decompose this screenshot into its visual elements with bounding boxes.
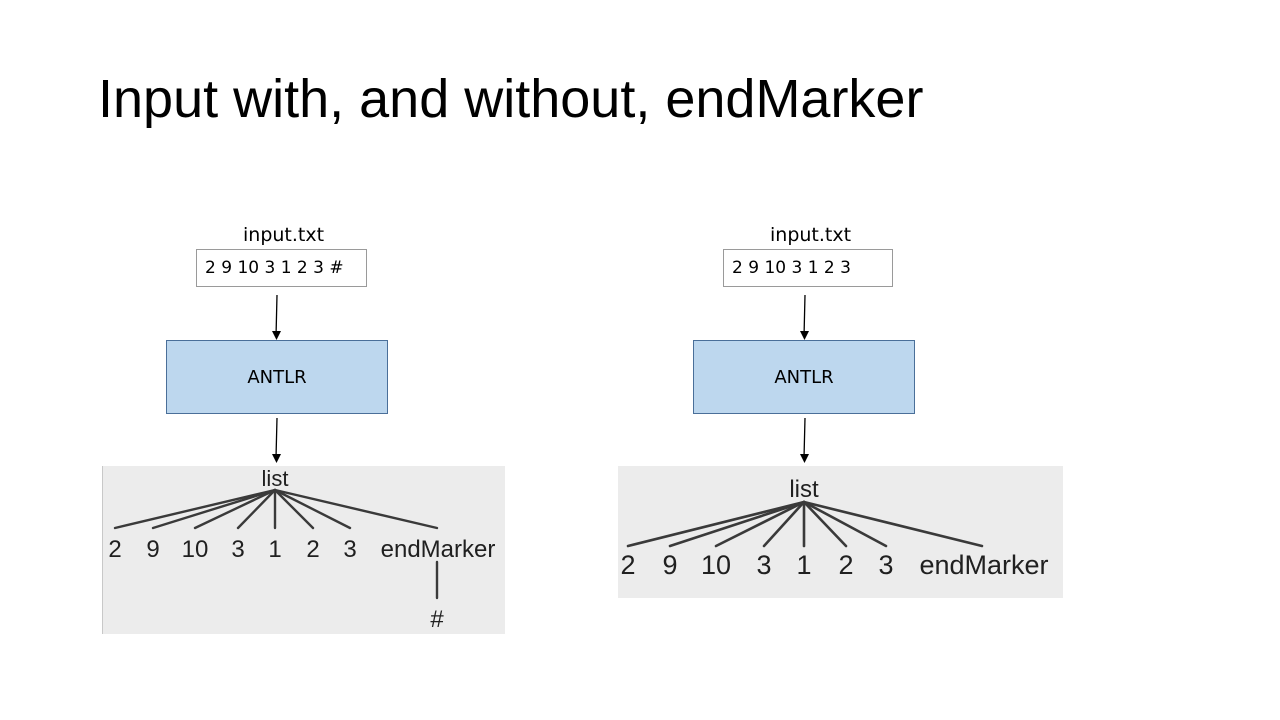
right-tree-edge bbox=[802, 500, 888, 548]
right-tree-edge bbox=[802, 500, 984, 548]
left-arrow-antlr-to-tree bbox=[275, 417, 278, 459]
right-tree-leaf-endmarker: endMarker bbox=[919, 550, 1048, 580]
left-arrow-file-to-antlr bbox=[275, 294, 278, 338]
right-arrow-antlr-to-tree bbox=[803, 417, 806, 459]
right-tree-leaf: 2 bbox=[838, 550, 853, 580]
right-arrow-file-to-antlr bbox=[803, 294, 806, 338]
left-input-file-box: 2 9 10 3 1 2 3 # bbox=[196, 249, 367, 287]
right-tree-leaf: 1 bbox=[796, 550, 811, 580]
right-input-file-box: 2 9 10 3 1 2 3 bbox=[723, 249, 893, 287]
left-tree-leaf: 3 bbox=[343, 536, 356, 563]
right-tree-leaf: 9 bbox=[662, 550, 677, 580]
left-tree-leaf: 1 bbox=[268, 536, 281, 563]
left-tree-leaf: 2 bbox=[306, 536, 319, 563]
left-tree-hash-leaf: # bbox=[430, 606, 444, 633]
left-arrow-antlr-to-tree-head bbox=[272, 454, 281, 463]
right-tree-leaf: 10 bbox=[701, 550, 731, 580]
left-antlr-box: ANTLR bbox=[166, 340, 388, 414]
right-tree-leaf: 3 bbox=[878, 550, 893, 580]
left-tree-leaf: 10 bbox=[182, 536, 209, 563]
left-arrow-file-to-antlr-head bbox=[272, 331, 281, 340]
left-tree-edge bbox=[236, 488, 277, 530]
right-parse-tree: list 2 9 10 3 1 2 3 endMarker bbox=[618, 466, 1063, 598]
right-file-label: input.txt bbox=[770, 224, 852, 246]
right-tree-edge bbox=[802, 500, 848, 548]
left-tree-edge bbox=[273, 488, 315, 530]
left-tree-leaf: 2 bbox=[108, 536, 121, 563]
left-tree-leaf: 3 bbox=[231, 536, 244, 563]
left-tree-edge bbox=[273, 488, 439, 530]
left-tree-leaf: 9 bbox=[146, 536, 159, 563]
right-tree-root: list bbox=[789, 476, 819, 503]
right-tree-edge bbox=[714, 500, 806, 548]
left-file-label: input.txt bbox=[243, 224, 325, 246]
right-antlr-box: ANTLR bbox=[693, 340, 915, 414]
right-arrow-file-to-antlr-head bbox=[800, 331, 809, 340]
left-parse-tree: list 2 9 10 3 1 2 3 endMarker # bbox=[102, 466, 505, 634]
left-tree-root: list bbox=[262, 466, 289, 491]
right-tree-edge bbox=[626, 500, 806, 548]
right-arrow-antlr-to-tree-head bbox=[800, 454, 809, 463]
left-tree-edge bbox=[193, 488, 277, 530]
left-tree-edge bbox=[113, 488, 277, 530]
left-tree-edge bbox=[273, 488, 352, 530]
right-tree-edge bbox=[668, 500, 806, 548]
right-tree-leaf: 3 bbox=[756, 550, 771, 580]
right-tree-edge bbox=[762, 500, 806, 548]
slide-title: Input with, and without, endMarker bbox=[98, 69, 924, 129]
left-tree-leaf-endmarker: endMarker bbox=[381, 536, 496, 563]
left-tree-edge bbox=[151, 488, 277, 530]
right-tree-leaf: 2 bbox=[620, 550, 635, 580]
